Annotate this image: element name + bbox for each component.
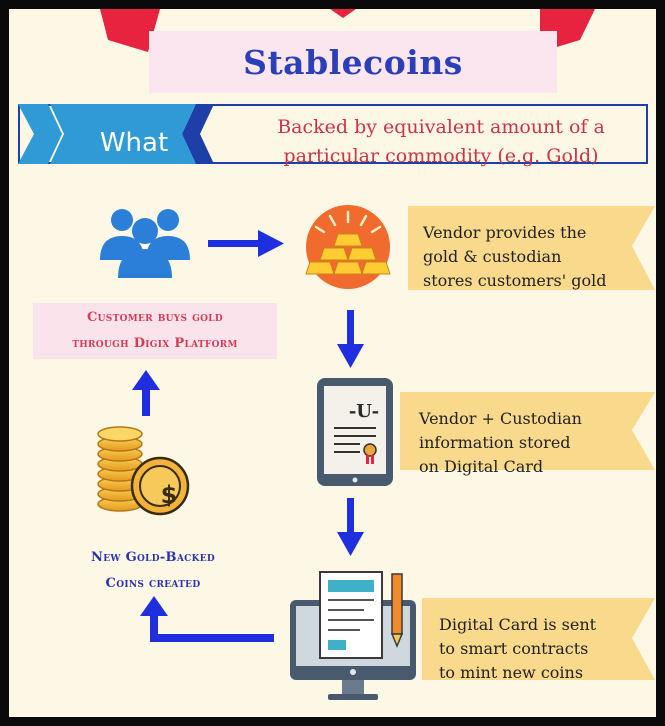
- arrow-left-turn: [140, 596, 274, 642]
- smart-contract-tag-text: Digital Card is sent to smart contracts …: [439, 613, 649, 685]
- title-box: Stablecoins: [149, 31, 557, 93]
- tag-ribbon-digital-card: [400, 392, 655, 470]
- what-description-line1: Backed by equivalent amount of a: [277, 116, 605, 138]
- computer-document-icon: [290, 571, 416, 700]
- what-label: What: [99, 128, 169, 158]
- customer-caption-line2: through Digix Platform: [72, 336, 238, 351]
- digital-card-tag-line3: on Digital Card: [419, 457, 544, 476]
- vendor-tag-line2: gold & custodian: [423, 247, 562, 266]
- vendor-tag-line3: stores customers' gold: [423, 271, 607, 290]
- page-title: Stablecoins: [243, 42, 463, 82]
- vendor-tag-line1: Vendor provides the: [423, 223, 587, 242]
- coin-dollar-symbol: $: [160, 481, 178, 509]
- gold-coins-icon: [97, 426, 190, 516]
- users-icon: [100, 209, 190, 278]
- coins-caption-line2: Coins created: [105, 576, 201, 591]
- what-description: Backed by equivalent amount of a particu…: [231, 113, 651, 171]
- digital-card-tag-line2: information stored: [419, 433, 571, 452]
- infographic-graphics: [18, 9, 655, 700]
- coins-caption: New Gold-Backed Coins created: [53, 545, 253, 597]
- arrow-down-1: [337, 310, 364, 368]
- coins-caption-line1: New Gold-Backed: [91, 550, 215, 565]
- tag-ribbon-smart-contract: [422, 598, 655, 680]
- arrow-right: [208, 230, 284, 257]
- arrow-down-2: [337, 498, 364, 556]
- tablet-certificate-icon: [317, 378, 393, 486]
- digital-card-tag-line1: Vendor + Custodian: [419, 409, 582, 428]
- smart-contract-tag-line2: to smart contracts: [439, 639, 589, 658]
- what-description-line2: particular commodity (e.g. Gold): [283, 145, 599, 167]
- arrow-up: [132, 370, 160, 416]
- customer-caption: Customer buys gold through Digix Platfor…: [33, 303, 277, 359]
- digital-card-glyph: -U-: [348, 401, 380, 422]
- what-banner: [18, 104, 648, 164]
- tag-ribbon-vendor: [408, 206, 655, 290]
- smart-contract-tag-line1: Digital Card is sent: [439, 615, 597, 634]
- digital-card-tag-text: Vendor + Custodian information stored on…: [419, 407, 639, 479]
- vendor-tag-text: Vendor provides the gold & custodian sto…: [423, 221, 643, 293]
- gold-bars-icon: [305, 205, 391, 289]
- flow-arrows: [132, 230, 364, 642]
- smart-contract-tag-line3: to mint new coins: [439, 663, 584, 682]
- customer-caption-line1: Customer buys gold: [86, 310, 224, 325]
